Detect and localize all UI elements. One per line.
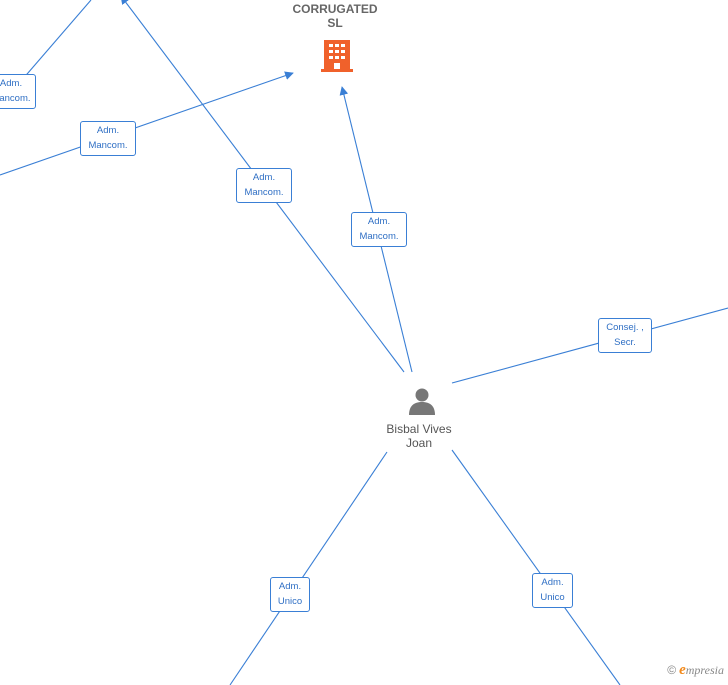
edge-offscreen-left-link [0, 71, 294, 176]
edge-label-adm-unico[interactable]: Adm. Unico [532, 573, 573, 608]
edge-label-line1: Adm. [367, 216, 391, 227]
edge-label-line2: Mancom. [244, 186, 284, 198]
edge-offscreen-topleft-link [14, 0, 92, 89]
brand-initial: e [679, 662, 686, 678]
edge-label-adm-mancom[interactable]: Adm. Mancom. [80, 121, 136, 156]
edge-label-line1: Adm. [252, 172, 276, 183]
edge-label-line1: Adm. [278, 581, 302, 592]
empresia-watermark: ©empresia [667, 662, 724, 679]
edge-label-line2: Mancom. [0, 92, 31, 104]
edge-label-line2: Unico [277, 595, 303, 607]
edge-label-line2: Mancom. [88, 139, 128, 151]
edge-unico-right-link [451, 449, 621, 685]
edge-unico-left-link [229, 451, 388, 685]
building-icon[interactable] [321, 37, 353, 73]
edge-label-line2: Secr. [614, 336, 636, 348]
copyright-icon: © [667, 663, 677, 677]
company-name[interactable]: CORRUGATED SL [272, 2, 398, 30]
company-name-line2: SL [327, 16, 343, 30]
edge-label-line1: Adm. [541, 577, 564, 588]
edge-label-adm-unico[interactable]: Adm. Unico [270, 577, 310, 612]
edge-label-line2: Unico [540, 591, 565, 603]
edge-label-adm-mancom[interactable]: Adm. Mancom. [236, 168, 292, 203]
edge-label-adm-mancom[interactable]: Adm. Mancom. [0, 74, 36, 109]
edge-label-line1: Adm. [96, 125, 120, 136]
edge-label-consej-secr[interactable]: Consej. , Secr. [598, 318, 652, 353]
person-name[interactable]: Bisbal Vives Joan [364, 422, 474, 450]
edge-label-line2: Mancom. [359, 230, 399, 242]
person-icon[interactable] [407, 386, 437, 416]
edge-label-adm-mancom[interactable]: Adm. Mancom. [351, 212, 407, 247]
person-name-line2: Joan [405, 436, 433, 450]
brand-name: mpresia [685, 663, 724, 677]
person-name-line1: Bisbal Vives [386, 422, 452, 436]
edge-label-line1: Consej. , [606, 322, 644, 333]
edge-label-line1: Adm. [0, 78, 23, 89]
edge-consej-link [451, 307, 728, 384]
company-name-line1: CORRUGATED [292, 2, 378, 16]
